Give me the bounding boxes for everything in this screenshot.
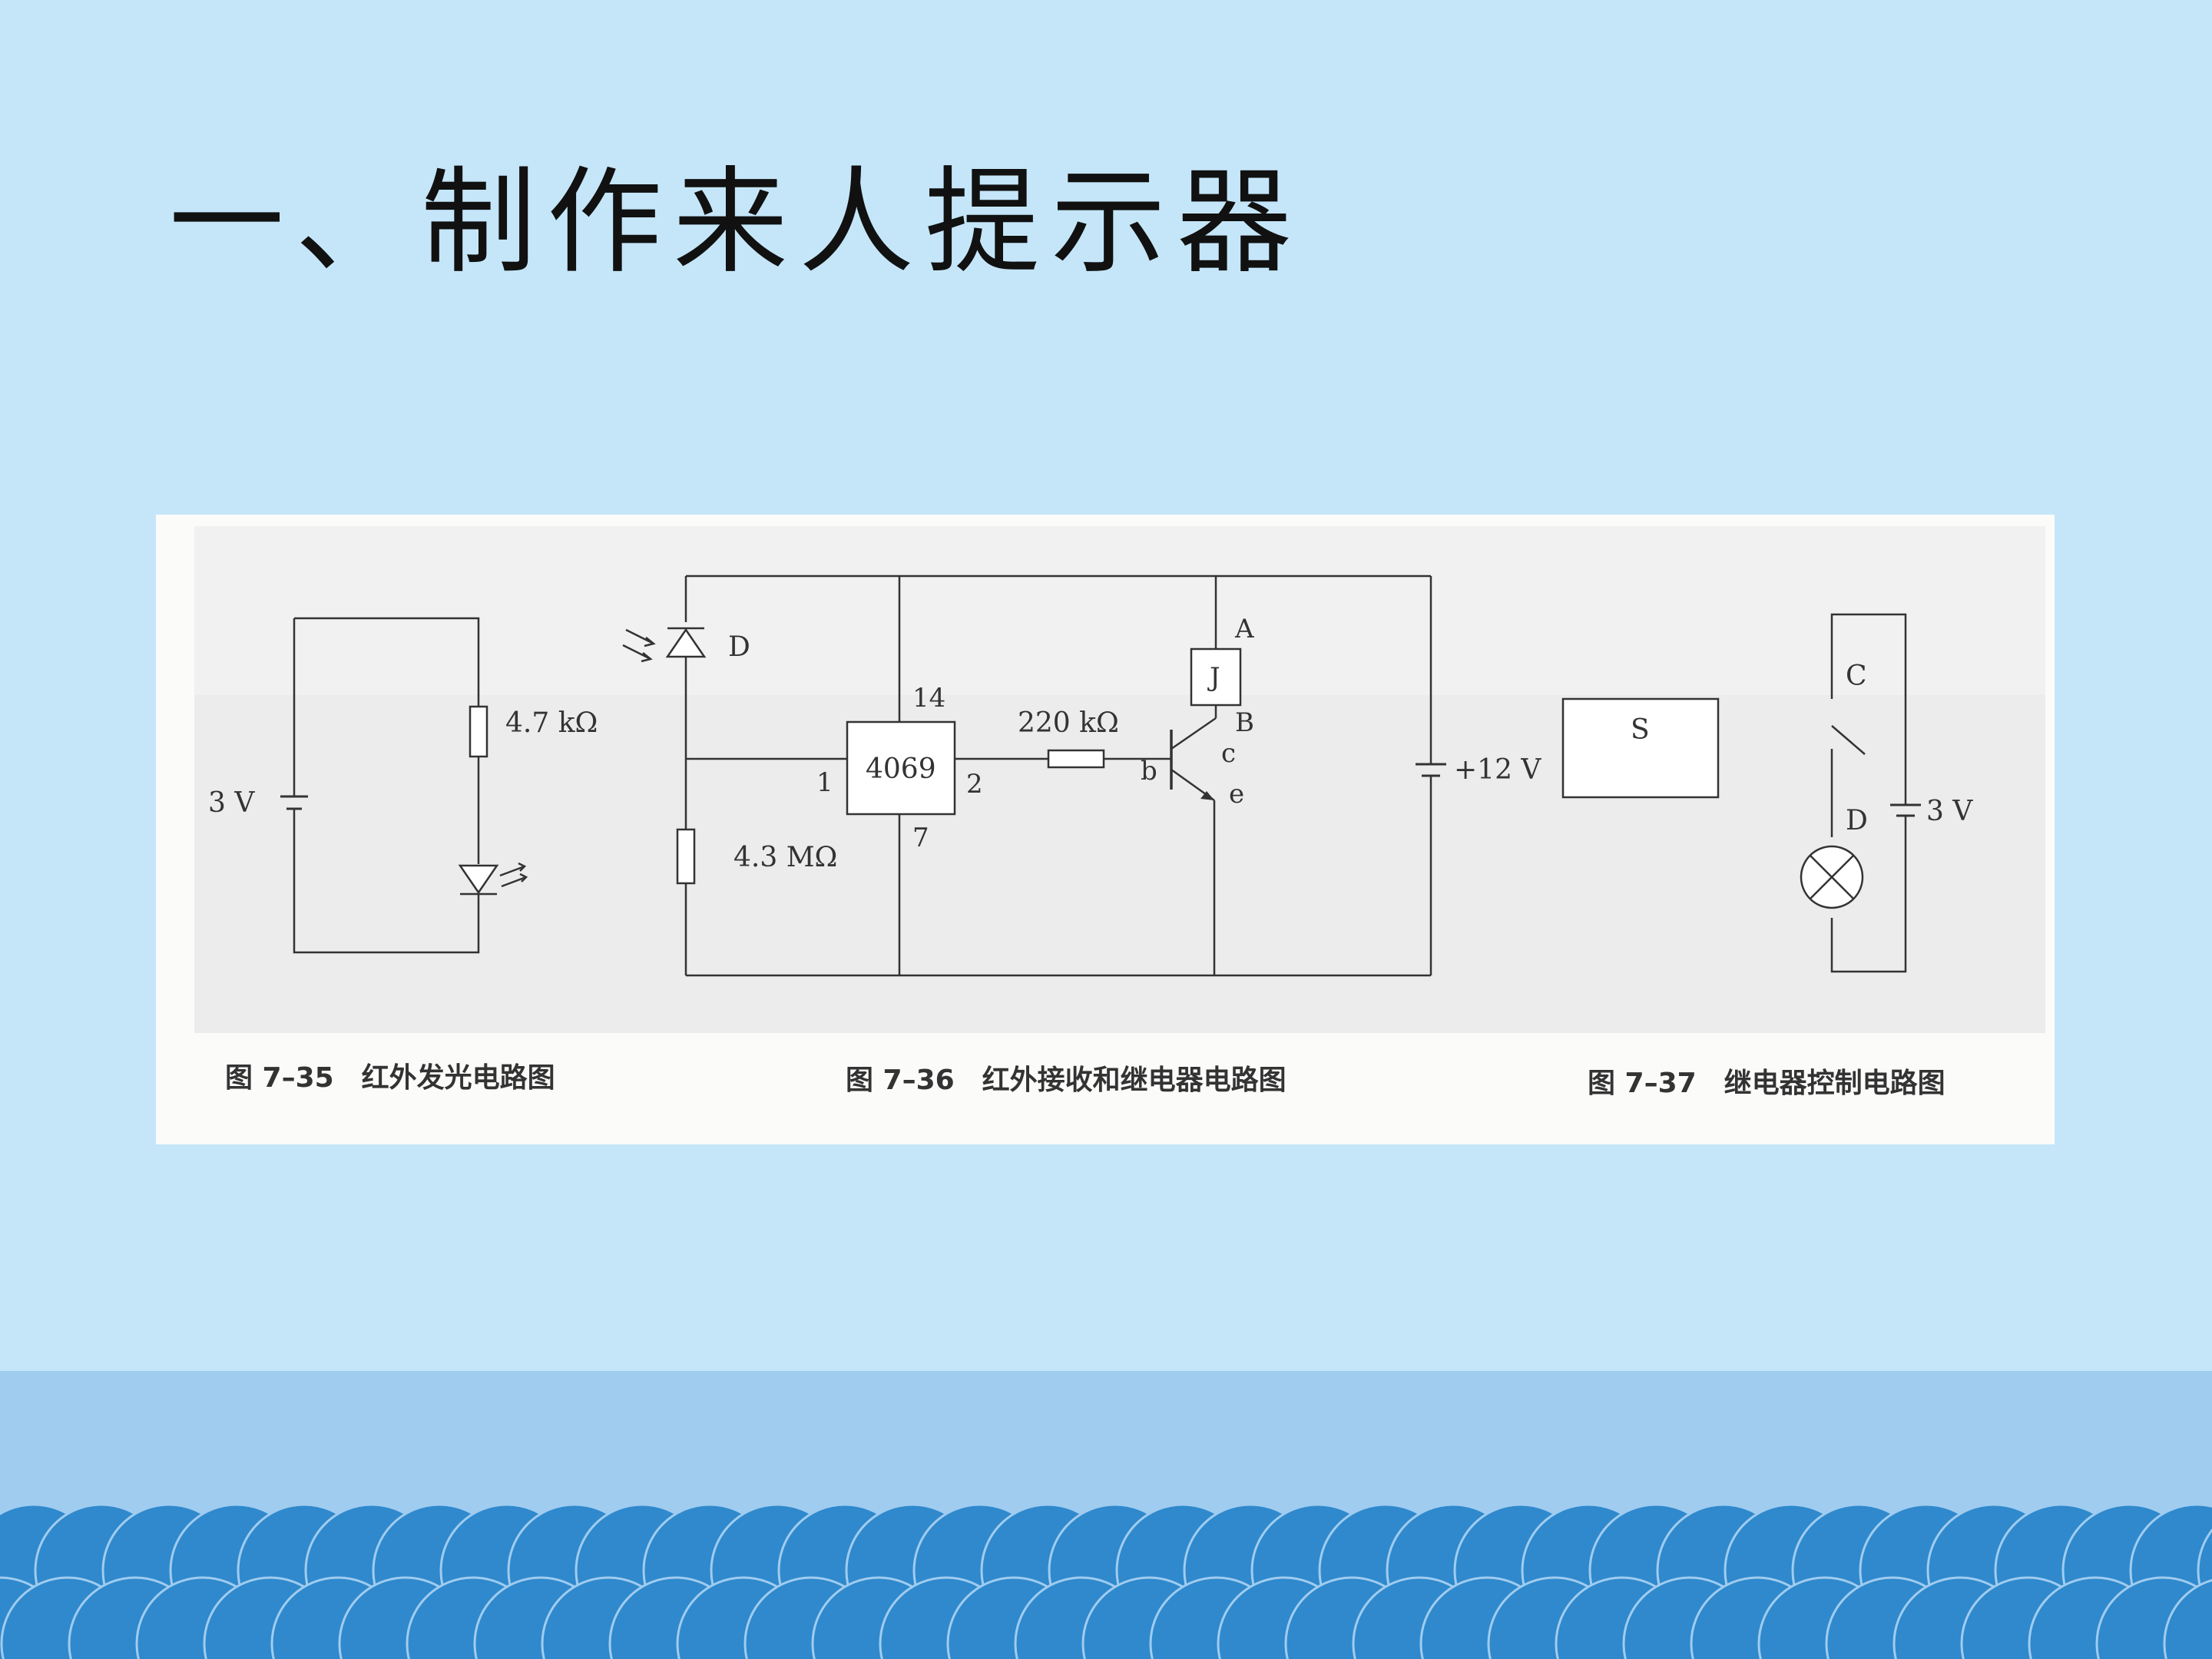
led-ray bbox=[501, 876, 527, 888]
fig37-wire bbox=[1830, 816, 1907, 973]
ic-pin-14: 14 bbox=[912, 683, 945, 714]
ic-label: 4069 bbox=[866, 753, 936, 785]
transistor-e-label: e bbox=[1229, 779, 1244, 810]
led-ray-head bbox=[519, 873, 528, 882]
photodiode-ray bbox=[622, 644, 651, 661]
photodiode-triangle bbox=[665, 628, 707, 658]
circuit-diagrams: 4.7 kΩ 3 V bbox=[194, 526, 2045, 1099]
photodiode-symbol bbox=[622, 627, 707, 663]
terminal-d-label: D bbox=[1846, 805, 1868, 836]
relay-switch-box bbox=[1561, 697, 1720, 799]
transistor-collector bbox=[1171, 717, 1217, 750]
relay-label: J bbox=[1207, 662, 1220, 693]
fig37-circuit: S C D 3 V bbox=[1561, 613, 1973, 973]
lamp-cross bbox=[1810, 855, 1854, 899]
scan-background-light bbox=[194, 526, 2045, 695]
relay-coil bbox=[1190, 647, 1242, 707]
fig35-circuit: 4.7 kΩ 3 V bbox=[208, 617, 598, 954]
led-ray-head bbox=[518, 862, 527, 872]
transistor-b-label: b bbox=[1141, 756, 1157, 786]
led-symbol bbox=[458, 862, 528, 896]
slide-title: 一、制作来人提示器 bbox=[169, 156, 1303, 290]
transistor-c-label: c bbox=[1221, 738, 1236, 769]
bias-resistor bbox=[676, 828, 696, 885]
switch-label: S bbox=[1631, 714, 1650, 746]
photodiode-ray bbox=[625, 628, 654, 645]
fig36-circuit: D 4069 14 1 2 7 220 kΩ 4.3 MΩ J A B b c … bbox=[622, 575, 1541, 977]
input-resistor-label: 220 kΩ bbox=[1018, 707, 1119, 739]
transistor-arrow bbox=[1200, 791, 1214, 800]
terminal-b-label: B bbox=[1235, 707, 1254, 738]
fig35-wire bbox=[293, 809, 480, 954]
supply-label: +12 V bbox=[1454, 754, 1541, 786]
switch-contact bbox=[1831, 725, 1866, 755]
fig37-caption: 图 7–37 继电器控制电路图 bbox=[1588, 1068, 1945, 1099]
fig35-wire bbox=[294, 617, 480, 707]
circuit-figure: 4.7 kΩ 3 V bbox=[156, 515, 2055, 1144]
led-triangle bbox=[458, 864, 499, 895]
npn-transistor bbox=[1170, 717, 1217, 802]
ic-pin-1: 1 bbox=[816, 767, 833, 798]
ic-pin-7: 7 bbox=[912, 823, 929, 853]
wave-decoration bbox=[0, 1503, 2212, 1659]
photodiode-label: D bbox=[728, 631, 750, 663]
fig35-caption: 图 7–35 红外发光电路图 bbox=[225, 1062, 555, 1094]
bias-resistor-label: 4.3 MΩ bbox=[733, 842, 837, 873]
fig35-battery-label: 3 V bbox=[208, 787, 255, 819]
fig37-wire bbox=[1830, 613, 1907, 805]
wave-scallop bbox=[2163, 1578, 2212, 1659]
input-resistor bbox=[1047, 749, 1105, 769]
fig36-caption: 图 7–36 红外接收和继电器电路图 bbox=[846, 1065, 1286, 1096]
led-ray bbox=[499, 865, 525, 877]
photodiode-ray-head bbox=[644, 637, 656, 647]
terminal-a-label: A bbox=[1234, 614, 1254, 644]
fig35-resistor-label: 4.7 kΩ bbox=[505, 707, 598, 739]
terminal-c-label: C bbox=[1846, 661, 1867, 692]
ic-4069 bbox=[846, 720, 956, 816]
fig35-resistor bbox=[469, 705, 488, 758]
fig37-battery-label: 3 V bbox=[1926, 796, 1973, 827]
photodiode-ray-head bbox=[641, 652, 653, 663]
ic-pin-2: 2 bbox=[966, 769, 983, 800]
wave-row-front bbox=[0, 1576, 2212, 1659]
